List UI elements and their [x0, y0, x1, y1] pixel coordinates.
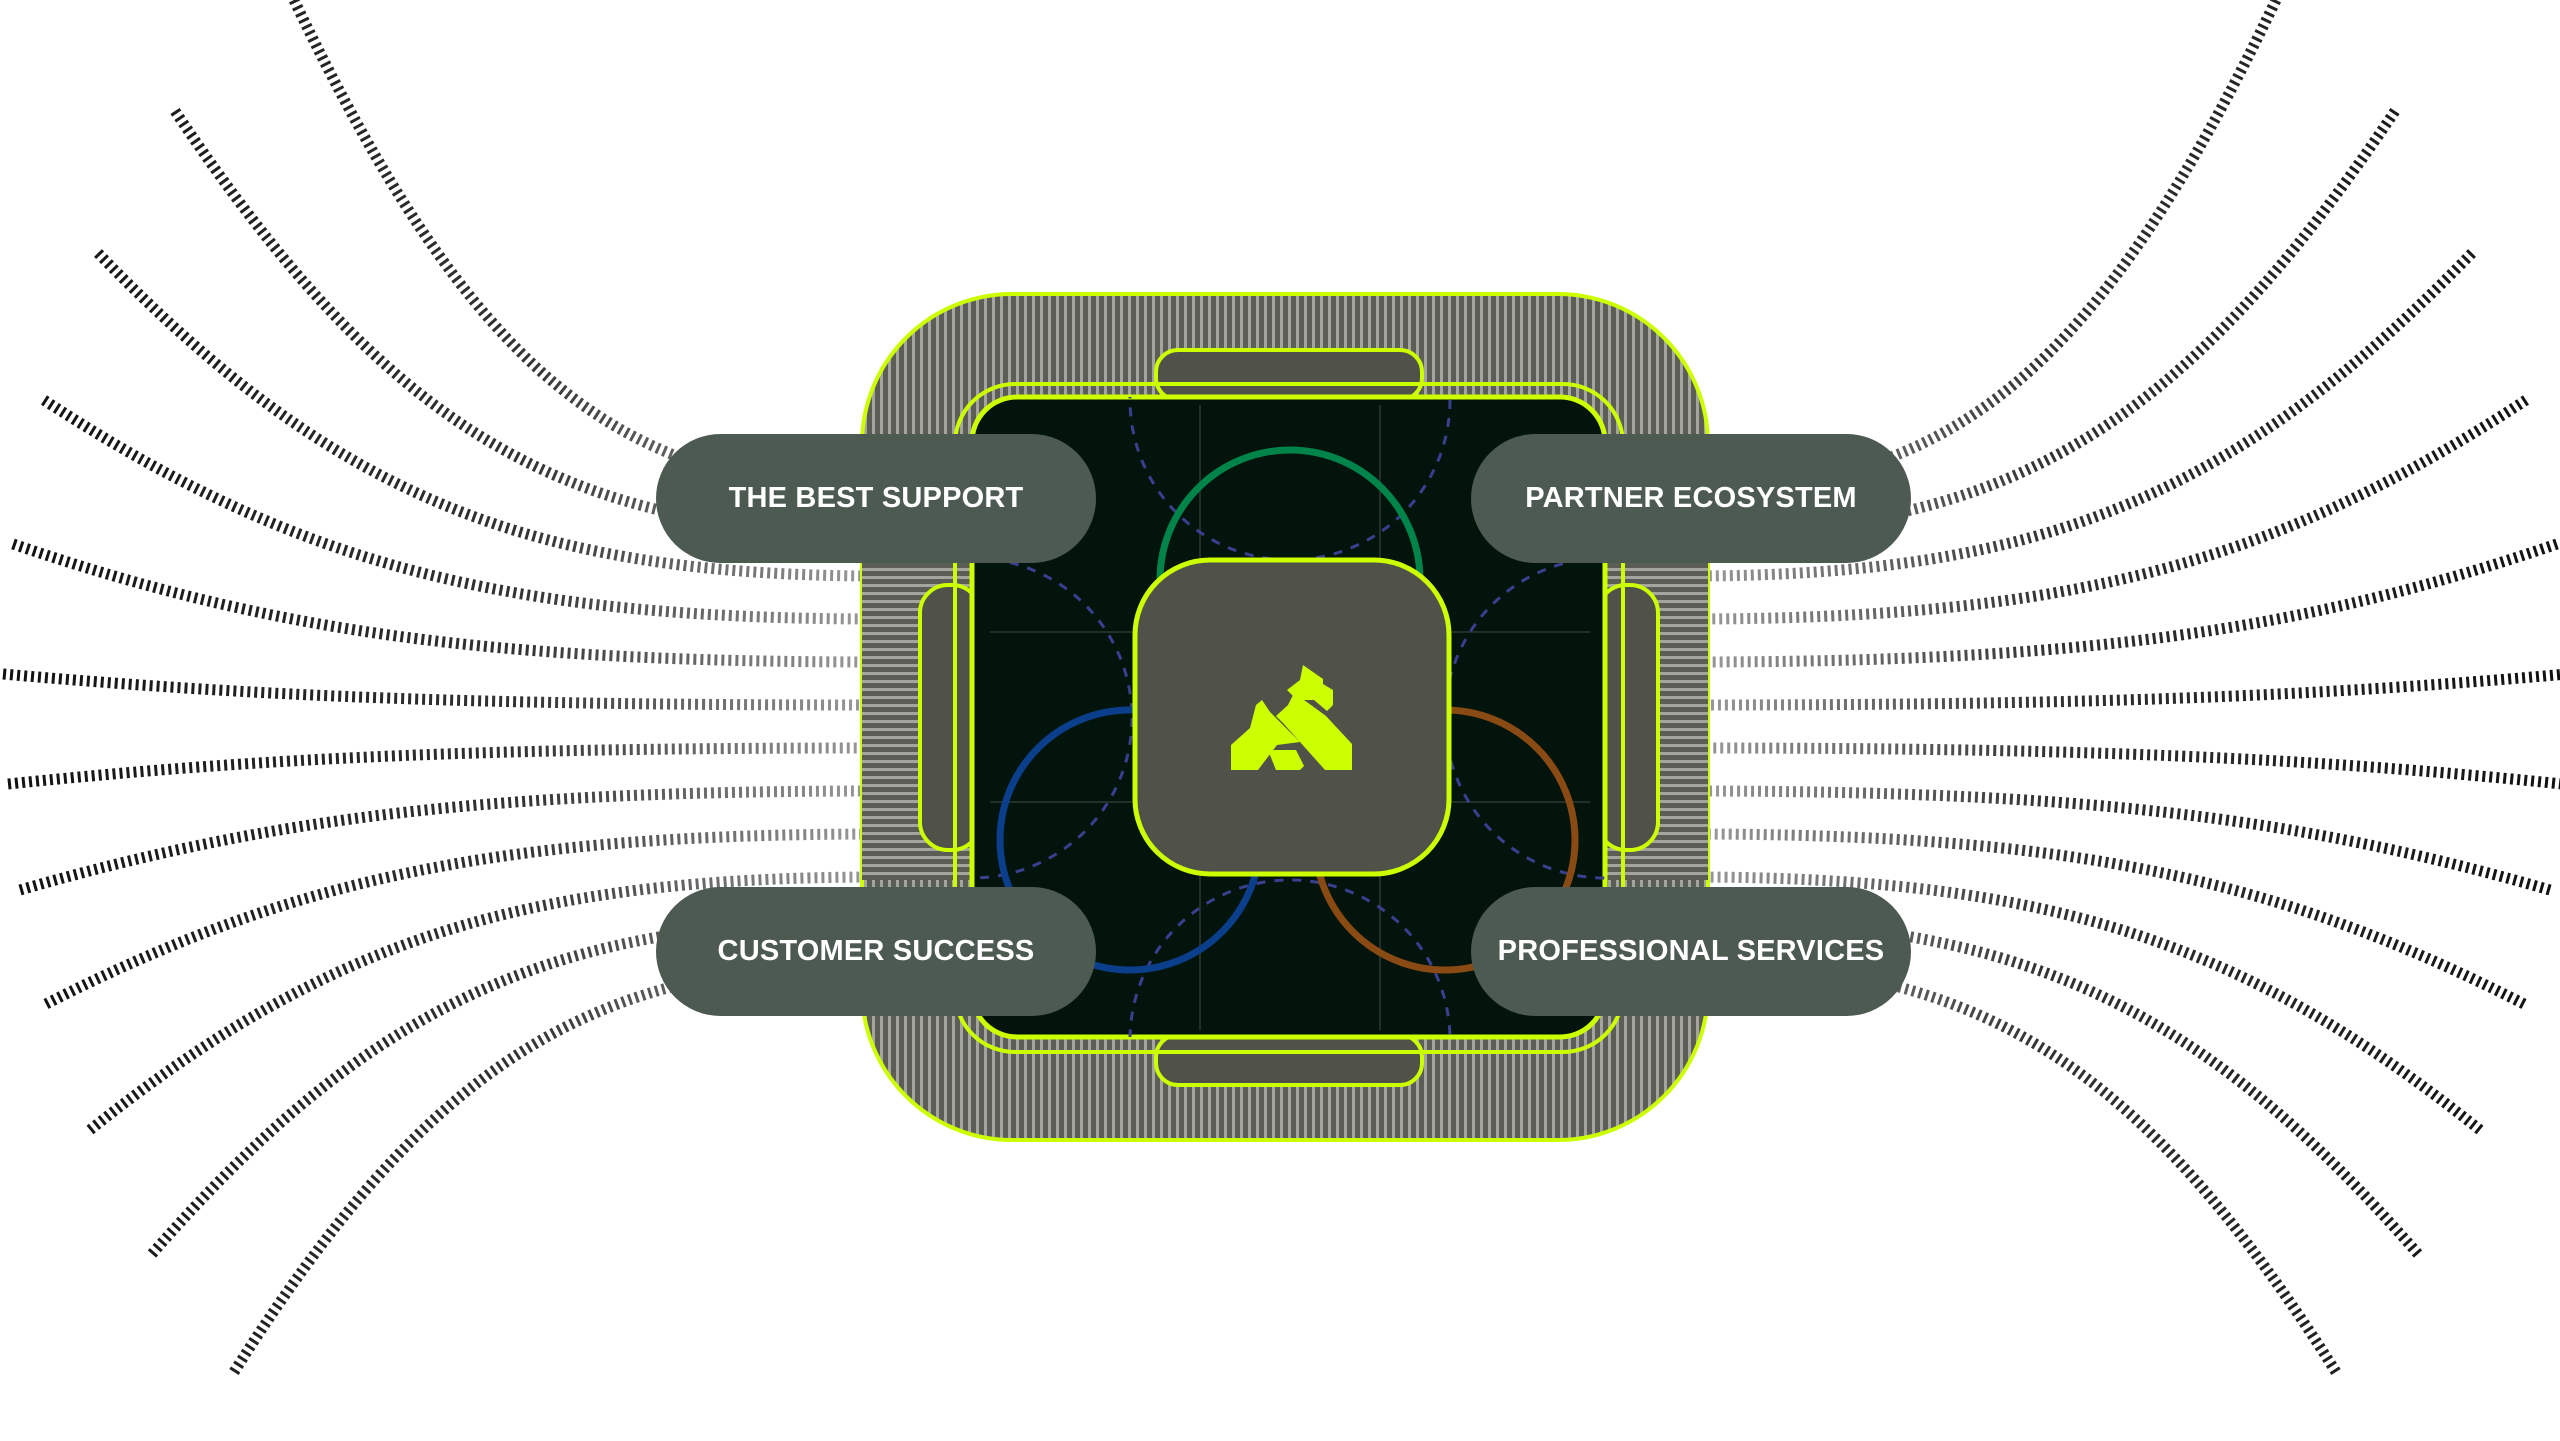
- connector-line: [1689, 669, 2560, 711]
- pill-professional-services: PROFESSIONAL SERVICES: [1471, 887, 1911, 1016]
- pill-customer-success: CUSTOMER SUCCESS: [656, 887, 1096, 1016]
- label-partner-ecosystem: PARTNER ECOSYSTEM: [1525, 482, 1857, 514]
- connector-line: [43, 828, 881, 1009]
- dashed-circles: [972, 397, 1605, 1037]
- label-customer-success: CUSTOMER SUCCESS: [717, 935, 1035, 967]
- label-the-best-support: THE BEST SUPPORT: [728, 482, 1024, 514]
- connector-line: [1689, 0, 2281, 496]
- pill-partner-ecosystem: PARTNER ECOSYSTEM: [1471, 434, 1911, 563]
- connector-line: [1689, 742, 2560, 790]
- pill-the-best-support: THE BEST SUPPORT: [656, 434, 1096, 563]
- connector-line: [2, 668, 881, 711]
- connector-line: [18, 785, 881, 896]
- connector-line: [289, 0, 881, 496]
- connector-line: [229, 957, 881, 1375]
- label-professional-services: PROFESSIONAL SERVICES: [1497, 935, 1885, 967]
- connector-line: [1689, 785, 2552, 896]
- connector-line: [1689, 828, 2527, 1009]
- gorilla-logo-icon: [1231, 665, 1352, 770]
- connector-line: [7, 742, 881, 790]
- connector-line: [1689, 957, 2341, 1375]
